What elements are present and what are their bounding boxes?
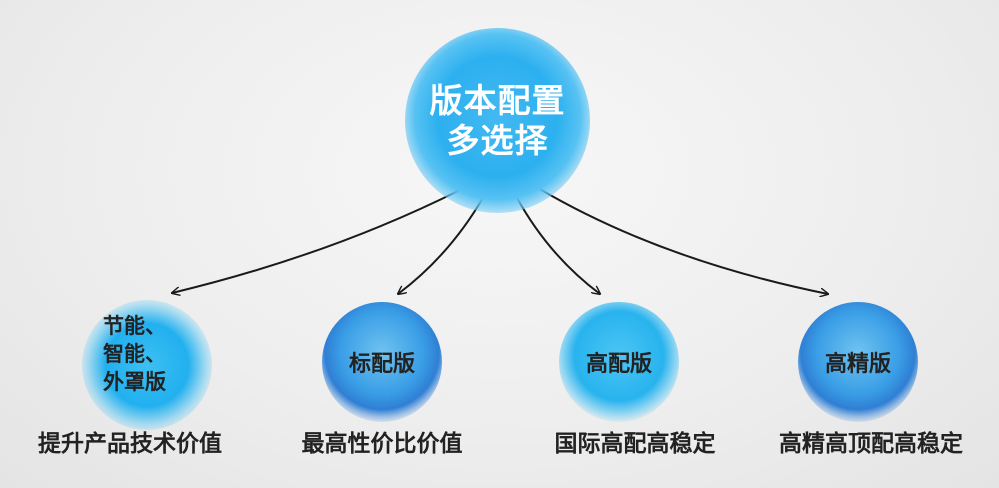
arrow-to-precision [537,187,828,294]
caption-eco: 提升产品技术价值 [38,431,222,457]
eco-line-3: 外罩版 [103,370,166,394]
precision-bubble: 高精版 [798,302,918,422]
center-title-line2: 多选择 [446,120,549,160]
arrow-to-eco [172,189,461,293]
caption-standard: 最高性价比价值 [301,431,463,457]
center-title-line1: 版本配置 [429,80,566,120]
caption-high-config: 国际高配高稳定 [554,431,716,457]
eco-bubble-label: 节能、 智能、 外罩版 [103,312,193,396]
eco-line-1: 节能、 [103,314,166,338]
standard-bubble-label: 标配版 [348,352,415,377]
caption-precision: 高精高顶配高稳定 [779,431,963,457]
high-config-bubble-label: 高配版 [585,352,652,377]
precision-bubble-label: 高精版 [824,352,891,377]
arrow-to-high [515,195,600,294]
eco-line-2: 智能、 [103,342,166,366]
standard-bubble: 标配版 [322,302,442,422]
high-config-bubble: 高配版 [559,302,679,422]
arrow-to-standard [398,195,485,294]
center-bubble: 版本配置 多选择 [405,28,590,213]
eco-bubble [82,300,212,430]
